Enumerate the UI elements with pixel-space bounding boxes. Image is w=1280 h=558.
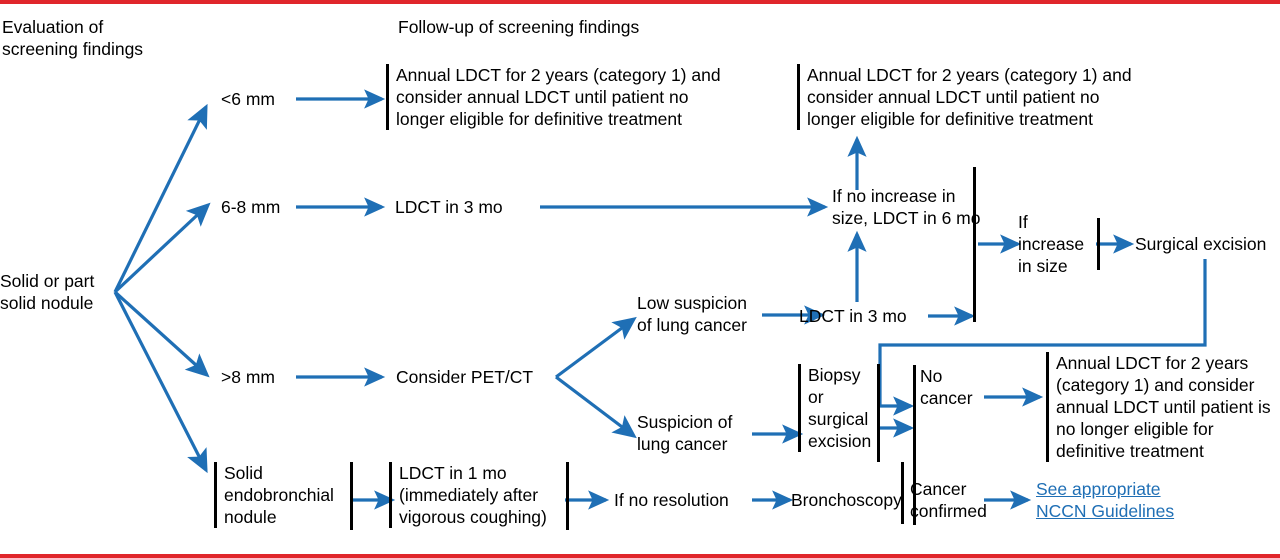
- arrow-root-to-gt8: [113, 290, 210, 378]
- arrow-root-to-endobronchial: [113, 291, 208, 474]
- node-ldct-3mo-upper: LDCT in 3 mo: [395, 197, 503, 217]
- header-left: Evaluation of screening findings: [2, 17, 144, 59]
- node-size-gt8: >8 mm: [221, 367, 275, 387]
- node-consider-pet-ct: Consider PET/CT: [396, 367, 534, 387]
- top-rule: [0, 0, 1280, 4]
- node-ldct-3mo-lower: LDCT in 3 mo: [799, 306, 907, 326]
- bar-biopsy-right: [877, 364, 880, 462]
- bar-ldct3mo-column: [973, 167, 976, 322]
- node-if-no-resolution: If no resolution: [614, 490, 729, 510]
- node-solid-endobronchial-nodule: Solid endobronchial nodule: [214, 462, 334, 528]
- bottom-rule: [0, 554, 1280, 558]
- node-annual-ldct-top-right: Annual LDCT for 2 years (category 1) and…: [797, 64, 1132, 130]
- bar-if-increase-right: [1097, 218, 1100, 270]
- node-cancer-confirmed: Cancer confirmed: [910, 479, 987, 521]
- node-if-increase-in-size: If increase in size: [1018, 212, 1085, 276]
- bar-ldct1mo-right: [566, 462, 569, 530]
- link-nccn-guidelines[interactable]: See appropriate NCCN Guidelines: [1036, 479, 1175, 521]
- arrow-root-to-6-8: [113, 202, 211, 294]
- node-size-6-8: 6-8 mm: [221, 197, 281, 217]
- node-ldct-1mo: LDCT in 1 mo (immediately after vigorous…: [389, 462, 547, 528]
- node-annual-ldct-right: Annual LDCT for 2 years (category 1) and…: [1046, 352, 1271, 462]
- arrow-petct-to-lowsuspicion: [555, 316, 637, 379]
- bar-cancer-confirmed-left: [901, 462, 904, 524]
- node-low-suspicion: Low suspicion of lung cancer: [637, 293, 747, 335]
- header-right: Follow-up of screening findings: [398, 17, 640, 37]
- arrow-petct-to-suspicion: [555, 375, 637, 439]
- bar-endobronchial-right: [350, 462, 353, 530]
- node-size-lt6: <6 mm: [221, 89, 275, 109]
- node-no-cancer: No cancer: [920, 366, 973, 408]
- node-surgical-excision: Surgical excision: [1135, 234, 1267, 254]
- node-annual-ldct-top-left: Annual LDCT for 2 years (category 1) and…: [386, 64, 721, 130]
- arrow-surgical-to-nocancer: [878, 259, 1207, 416]
- node-if-no-increase: If no increase in size, LDCT in 6 mo: [832, 186, 981, 228]
- arrow-root-to-lt6: [113, 103, 208, 293]
- node-root: Solid or part solid nodule: [0, 271, 95, 313]
- node-biopsy-or-surgical-excision: Biopsy or surgical excision: [798, 364, 871, 452]
- node-suspicion: Suspicion of lung cancer: [637, 412, 733, 454]
- node-bronchoscopy: Bronchoscopy: [791, 490, 902, 510]
- bar-no-cancer-column: [913, 365, 916, 525]
